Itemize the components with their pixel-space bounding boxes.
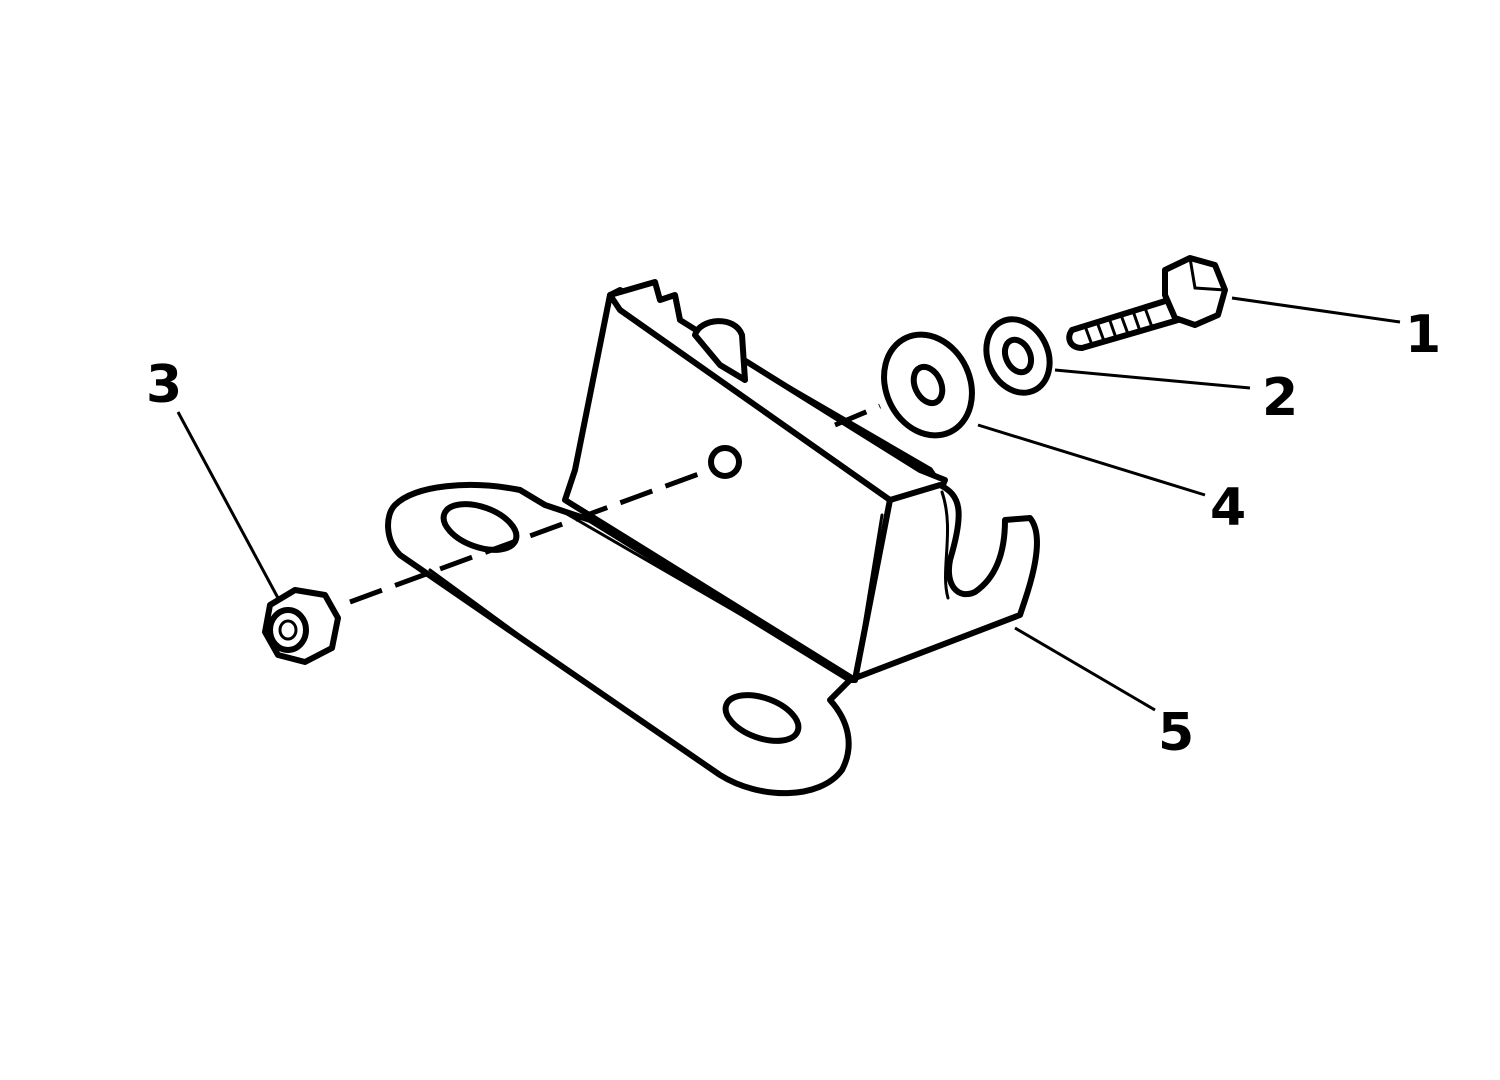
assembly-line-washer xyxy=(834,403,881,428)
leader-line-1 xyxy=(1231,296,1401,324)
flat-washer-hole xyxy=(910,363,946,407)
fold-line-base xyxy=(428,568,562,667)
nut-bore xyxy=(267,607,309,653)
leader-line-4 xyxy=(977,423,1206,497)
mounting-bracket xyxy=(385,279,1040,797)
bolt-shank xyxy=(1066,295,1188,351)
hex-bolt xyxy=(1066,255,1228,351)
bracket-side-flange xyxy=(847,482,1040,683)
flat-washer xyxy=(881,331,975,439)
nut-bore-inner xyxy=(278,619,298,641)
callout-2: 2 xyxy=(1262,368,1298,428)
upright-hole xyxy=(708,445,742,479)
bolt-hex-head xyxy=(1162,255,1228,328)
flange-slot-edge xyxy=(940,490,950,600)
callout-1: 1 xyxy=(1405,305,1441,365)
leader-line-3 xyxy=(176,411,280,599)
bolt-thread xyxy=(1083,306,1154,347)
assembly-line-nut xyxy=(349,465,716,605)
leader-line-2 xyxy=(1054,368,1251,390)
lock-washer-hole xyxy=(1001,336,1035,376)
callout-3: 3 xyxy=(146,355,182,415)
fold-line-base-2 xyxy=(558,508,842,674)
lock-nut xyxy=(262,587,341,665)
bracket-rear-tab xyxy=(692,318,748,383)
base-hole-rear xyxy=(722,692,802,744)
leader-line-5 xyxy=(1014,626,1156,712)
callout-5: 5 xyxy=(1158,703,1194,763)
lock-washer xyxy=(983,316,1053,396)
fold-line-upright xyxy=(858,513,884,652)
callout-4: 4 xyxy=(1210,478,1246,538)
